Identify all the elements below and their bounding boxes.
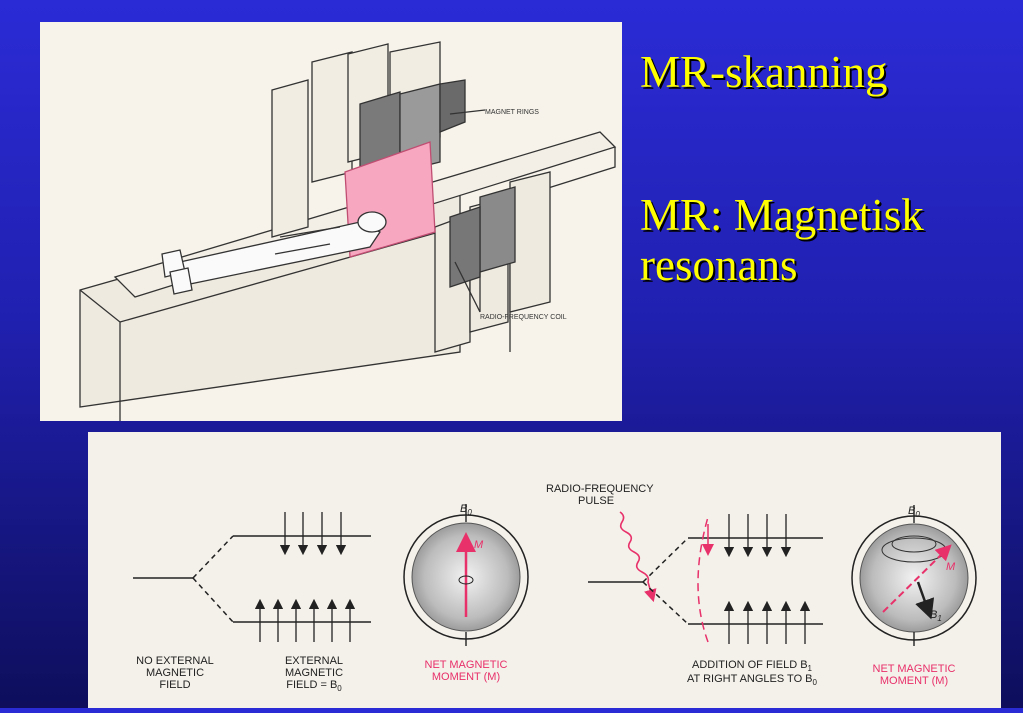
scanner-drawing: MAGNET RINGS RADIO-FREQUENCY COIL: [79, 41, 617, 421]
mri-scanner-illustration: MAGNET RINGS RADIO-FREQUENCY COIL: [40, 22, 622, 421]
caption-addition: ADDITION OF FIELD B1 AT RIGHT ANGLES TO …: [687, 659, 818, 687]
magnet-rings-label: MAGNET RINGS: [485, 109, 539, 116]
caption-net-moment-left: NET MAGNETIC MOMENT (M): [425, 659, 508, 683]
slide-subtitle: MR: Magnetisk resonans: [640, 190, 924, 290]
magnetic-resonance-diagram: B0 M RADIO-FREQUENCY PULSE: [88, 432, 1001, 708]
net-moment-sphere-right: [851, 505, 977, 646]
svg-text:FIELD = B0: FIELD = B0: [286, 679, 342, 693]
svg-text:MOMENT (M): MOMENT (M): [432, 671, 500, 683]
caption-no-field: NO EXTERNAL MAGNETIC FIELD: [136, 655, 214, 691]
energy-levels-left: [133, 535, 371, 623]
b0-label-right: B0: [908, 505, 920, 519]
energy-levels-right: [588, 537, 823, 625]
svg-text:MAGNETIC: MAGNETIC: [146, 667, 204, 679]
svg-text:MOMENT (M): MOMENT (M): [880, 675, 948, 687]
caption-external-field: EXTERNAL MAGNETIC FIELD = B0: [285, 655, 343, 693]
subtitle-line-2: resonans: [640, 240, 798, 290]
subtitle-line-1: MR: Magnetisk: [640, 190, 924, 240]
svg-text:EXTERNAL: EXTERNAL: [285, 655, 343, 667]
slide-title: MR-skanning: [640, 47, 888, 97]
net-moment-sphere-left: [403, 504, 529, 646]
spin-up-arrows-right: [723, 600, 811, 644]
svg-text:FIELD: FIELD: [159, 679, 190, 691]
b0-label-left: B0: [460, 503, 472, 517]
svg-text:AT RIGHT ANGLES TO B0: AT RIGHT ANGLES TO B0: [687, 673, 818, 687]
spin-down-arrows-left: [279, 512, 347, 556]
resonance-drawing: B0 M RADIO-FREQUENCY PULSE: [133, 483, 977, 693]
svg-text:NO EXTERNAL: NO EXTERNAL: [136, 655, 214, 667]
rf-pulse-wave: [619, 511, 657, 603]
m-label-right: M: [946, 561, 956, 573]
transition-curve: [697, 516, 709, 643]
m-label-left: M: [474, 539, 484, 551]
spin-down-arrows-right: [723, 514, 792, 558]
svg-text:MAGNETIC: MAGNETIC: [285, 667, 343, 679]
svg-text:NET MAGNETIC: NET MAGNETIC: [425, 659, 508, 671]
spin-up-arrows-left: [254, 598, 356, 642]
rf-pulse-label-2: PULSE: [578, 495, 614, 507]
caption-net-moment-right: NET MAGNETIC MOMENT (M): [873, 663, 956, 687]
b1-label: B1: [930, 609, 942, 623]
svg-text:ADDITION OF FIELD B1: ADDITION OF FIELD B1: [692, 659, 813, 673]
rf-pulse-label-1: RADIO-FREQUENCY: [546, 483, 654, 495]
rf-coil-label: RADIO-FREQUENCY COIL: [480, 314, 567, 321]
svg-text:NET MAGNETIC: NET MAGNETIC: [873, 663, 956, 675]
